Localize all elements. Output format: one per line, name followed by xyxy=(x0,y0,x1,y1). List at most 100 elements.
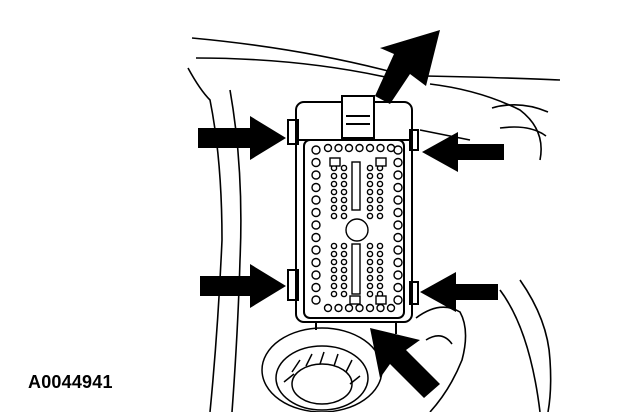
pin xyxy=(340,290,348,298)
key-slot xyxy=(329,157,341,167)
pin xyxy=(330,180,338,188)
arrow-bottom-right xyxy=(370,328,440,398)
pin xyxy=(366,196,374,204)
pin xyxy=(323,303,333,313)
arrow-top-right xyxy=(375,30,440,104)
pin xyxy=(376,266,384,274)
key-slot xyxy=(375,295,387,305)
pin xyxy=(393,207,403,218)
pin xyxy=(366,242,374,250)
connector xyxy=(287,95,419,334)
pin xyxy=(366,258,374,266)
pin xyxy=(330,188,338,196)
pin xyxy=(340,250,348,258)
pin xyxy=(330,282,338,290)
pin xyxy=(340,164,348,172)
callout-arrows xyxy=(198,30,504,398)
pin xyxy=(376,303,385,313)
pin xyxy=(366,172,374,180)
pin xyxy=(340,196,348,204)
key-slot xyxy=(349,295,361,305)
pin xyxy=(311,270,321,280)
pin xyxy=(376,188,384,196)
pin xyxy=(340,172,348,180)
pin xyxy=(366,180,374,188)
pin xyxy=(340,242,348,250)
pin xyxy=(311,207,321,218)
pin xyxy=(311,282,321,293)
pin xyxy=(376,212,384,220)
pin xyxy=(330,196,338,204)
pin xyxy=(393,195,403,205)
pin xyxy=(340,282,348,290)
connector-pins xyxy=(311,143,403,313)
pin xyxy=(311,170,321,180)
pin xyxy=(393,257,403,268)
pin xyxy=(330,266,338,274)
pin xyxy=(365,143,375,153)
pin xyxy=(386,303,396,313)
pin xyxy=(366,250,374,258)
pin xyxy=(376,180,384,188)
pin xyxy=(366,212,374,220)
reference-code: A0044941 xyxy=(28,372,113,392)
pin xyxy=(340,266,348,274)
pin xyxy=(366,164,374,172)
pin xyxy=(330,172,338,180)
pin xyxy=(311,182,321,193)
pin xyxy=(330,290,338,298)
pin xyxy=(393,220,403,230)
pin xyxy=(376,250,384,258)
pin xyxy=(330,258,338,266)
pin xyxy=(355,303,364,313)
pin xyxy=(340,212,348,220)
pin xyxy=(330,274,338,282)
pin xyxy=(366,282,374,290)
pin xyxy=(340,204,348,212)
pin xyxy=(386,143,396,153)
arrow-right-lower xyxy=(420,272,498,312)
pin xyxy=(311,145,321,155)
pin xyxy=(366,290,374,298)
pin xyxy=(376,274,384,282)
pin xyxy=(340,274,348,282)
pin xyxy=(393,145,403,155)
arrow-left-upper xyxy=(198,116,286,160)
pin xyxy=(376,204,384,212)
pin xyxy=(340,188,348,196)
pin-slot xyxy=(351,243,361,295)
pin xyxy=(393,182,403,193)
pin xyxy=(330,242,338,250)
pin xyxy=(376,196,384,204)
pin xyxy=(366,274,374,282)
pin xyxy=(311,195,321,205)
pin xyxy=(344,303,354,313)
pin xyxy=(330,250,338,258)
pin xyxy=(311,232,321,243)
pin xyxy=(330,212,338,220)
pin xyxy=(376,143,385,153)
pin xyxy=(376,258,384,266)
center-boss xyxy=(345,218,369,242)
pin xyxy=(366,266,374,274)
pin xyxy=(376,172,384,180)
pin xyxy=(376,282,384,290)
pin xyxy=(393,282,403,293)
pin xyxy=(311,295,321,305)
pin xyxy=(393,295,403,305)
pin xyxy=(376,242,384,250)
pin xyxy=(311,245,321,255)
pin xyxy=(393,157,403,168)
pin xyxy=(330,204,338,212)
pin xyxy=(393,232,403,243)
pin xyxy=(344,143,354,153)
arrow-left-lower xyxy=(200,264,286,308)
pin xyxy=(340,180,348,188)
pin xyxy=(393,170,403,180)
pin xyxy=(366,188,374,196)
pin xyxy=(393,245,403,255)
pin xyxy=(355,143,364,153)
pin xyxy=(323,143,333,153)
pin xyxy=(311,220,321,230)
